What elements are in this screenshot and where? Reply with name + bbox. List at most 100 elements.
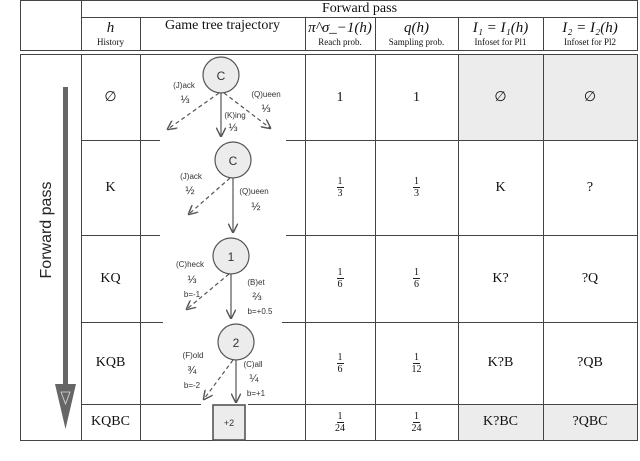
header-reach: π^σ_−1(h) Reach prob. — [305, 17, 375, 50]
border — [81, 17, 638, 18]
infoset1-value: K? — [492, 270, 509, 286]
history-cell: KQBC — [81, 404, 140, 440]
infoset1-value: K — [495, 179, 506, 195]
denominator: 24 — [335, 422, 345, 434]
edge-label: (Q)ueen — [239, 187, 268, 196]
denominator: 24 — [411, 422, 422, 434]
header-group-title: Forward pass — [321, 0, 398, 16]
terminal-node — [212, 404, 246, 441]
header-sub: Infoset for Pl1 — [474, 36, 527, 47]
history-value: K — [105, 179, 116, 195]
border — [81, 404, 201, 405]
edge-label: (K)ing — [224, 111, 245, 120]
border — [20, 0, 638, 1]
denominator: 3 — [337, 188, 343, 199]
infoset2-value: ?QB — [577, 355, 603, 370]
infoset2-value: ? — [586, 179, 594, 195]
border — [81, 0, 82, 51]
edge-prob: ¼ — [249, 373, 259, 385]
infoset1-value: K?BC — [483, 414, 518, 429]
header-sub: Reach prob. — [318, 36, 362, 47]
denominator: 3 — [414, 188, 419, 199]
edge-n3-check — [187, 273, 230, 309]
border — [20, 54, 638, 55]
sampling-prob-cell: 1 — [375, 54, 458, 140]
node-chance-1 — [202, 56, 240, 94]
numerator: 1 — [336, 89, 344, 105]
border — [286, 235, 638, 236]
edge-prob: ⅓ — [180, 94, 189, 106]
border — [81, 54, 82, 441]
border — [375, 17, 376, 51]
border — [543, 17, 544, 51]
edge-prob: ⅓ — [228, 122, 237, 134]
node-player-1 — [212, 237, 250, 275]
edge-prob: ½ — [185, 185, 194, 197]
edge-prob: ⅓ — [261, 103, 270, 115]
border — [458, 17, 459, 51]
numerator: 1 — [413, 351, 420, 364]
infoset1-cell: K — [458, 140, 543, 235]
border — [81, 322, 163, 323]
header-sub: Infoset for Pl2 — [564, 36, 616, 47]
edge-label: (B)et — [247, 278, 265, 287]
infoset1-cell: ∅ — [458, 54, 543, 140]
border — [375, 54, 376, 441]
infoset1-cell: K?B — [458, 322, 543, 404]
header-infoset2: I₂ = I₂(h) Infoset for Pl2 — [543, 17, 637, 50]
numerator: 1 — [336, 176, 344, 188]
border — [248, 404, 638, 405]
header-sub: Sampling prob. — [388, 36, 445, 47]
border — [305, 54, 306, 441]
header-trajectory: Game tree trajectory — [164, 17, 281, 33]
infoset2-value: ?QBC — [572, 414, 608, 429]
forward-pass-arrow — [55, 87, 76, 429]
border — [20, 54, 21, 441]
border — [282, 322, 638, 323]
history-value: ∅ — [104, 89, 117, 105]
numerator: 1 — [413, 267, 420, 279]
border — [20, 0, 21, 51]
infoset2-cell: ?Q — [543, 235, 637, 322]
edge-bonus: b=-2 — [184, 381, 201, 390]
border — [637, 54, 638, 441]
node-label: 2 — [233, 336, 240, 350]
node-label: C — [217, 69, 226, 83]
edge-bonus: b=+0.5 — [248, 307, 273, 316]
edge-prob: ⅔ — [252, 291, 261, 303]
border — [458, 54, 459, 441]
edge-prob: ⅓ — [187, 274, 196, 286]
denominator: 6 — [414, 279, 419, 290]
header-math: π^σ_−1(h) — [308, 19, 372, 36]
numerator: 1 — [413, 176, 420, 188]
history-value: KQ — [100, 270, 121, 286]
border — [305, 17, 306, 51]
node-label: 1 — [228, 250, 235, 264]
edge-label: (F)old — [183, 351, 204, 360]
edge-label: (J)ack — [173, 81, 196, 90]
edge-label: (Q)ueen — [251, 90, 280, 99]
border — [20, 50, 638, 51]
numerator: 1 — [413, 89, 420, 105]
infoset2-cell: ∅ — [543, 54, 637, 140]
history-cell: KQB — [81, 322, 140, 404]
header-history: h History — [81, 17, 140, 50]
infoset1-cell: K? — [458, 235, 543, 322]
infoset2-value: ?Q — [581, 270, 599, 286]
reach-prob-cell: 1 — [305, 54, 375, 140]
highlight-row-5 — [458, 404, 638, 440]
infoset1-cell: K?BC — [458, 404, 543, 440]
border — [81, 140, 160, 141]
